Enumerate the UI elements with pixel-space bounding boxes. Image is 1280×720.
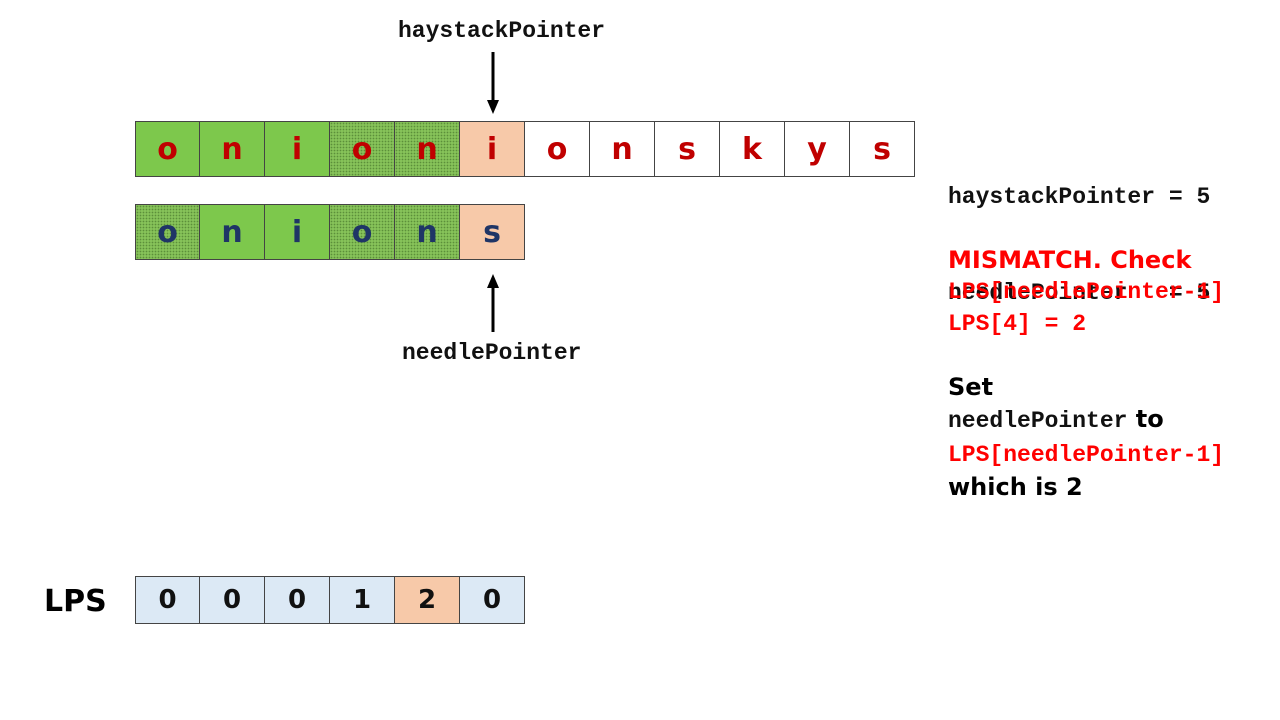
needle-cell-4: n: [395, 204, 460, 260]
haystack-cell-7: n: [590, 121, 655, 177]
needle-cell-5: s: [460, 204, 525, 260]
haystack-cell-11: s: [850, 121, 915, 177]
lps-cell-3: 1: [330, 576, 395, 624]
haystack-cell-8: s: [655, 121, 720, 177]
haystack-pointer-arrow: [487, 52, 499, 114]
action-lps-expression: LPS[needlePointer-1]: [948, 442, 1225, 468]
needle-cell-2: i: [265, 204, 330, 260]
needle-pointer-arrow: [487, 274, 499, 332]
action-to: to: [1127, 405, 1164, 433]
action-assign-line: needlePointer to: [948, 403, 1224, 439]
lps-cell-5: 0: [460, 576, 525, 624]
lps-cell-1: 0: [200, 576, 265, 624]
haystack-cell-6: o: [525, 121, 590, 177]
needle-cell-0: o: [135, 204, 200, 260]
haystack-pointer-value: haystackPointer = 5: [948, 184, 1211, 210]
haystack-cell-1: n: [200, 121, 265, 177]
haystack-cell-9: k: [720, 121, 785, 177]
needle-pointer-value: needlePointer = 5: [948, 280, 1211, 306]
action-set: Set: [948, 373, 994, 401]
needle-pointer-label: needlePointer: [402, 340, 582, 366]
haystack-cell-10: y: [785, 121, 850, 177]
haystack-cell-3: o: [330, 121, 395, 177]
haystack-cell-0: o: [135, 121, 200, 177]
mismatch-heading: MISMATCH. Check: [948, 246, 1192, 274]
mismatch-lps-value: LPS[4] = 2: [948, 311, 1087, 337]
needle-cell-3: o: [330, 204, 395, 260]
needle-cell-1: n: [200, 204, 265, 260]
action-result: which is 2: [948, 473, 1083, 501]
haystack-cell-5: i: [460, 121, 525, 177]
action-needle-pointer: needlePointer: [948, 408, 1128, 434]
mismatch-block: MISMATCH. Check LPS[needlePointer-1] LPS…: [948, 244, 1224, 340]
haystack-pointer-label: haystackPointer: [398, 18, 606, 44]
lps-cell-0: 0: [135, 576, 200, 624]
action-block: Set needlePointer to LPS[needlePointer-1…: [948, 371, 1224, 503]
haystack-cell-2: i: [265, 121, 330, 177]
lps-cell-4: 2: [395, 576, 460, 624]
lps-label: LPS: [44, 584, 107, 619]
haystack-cell-4: n: [395, 121, 460, 177]
pointer-state: haystackPointer = 5 needlePointer = 5: [948, 117, 1210, 341]
lps-cell-2: 0: [265, 576, 330, 624]
mismatch-lps-expression: LPS[needlePointer-1]: [948, 279, 1225, 305]
